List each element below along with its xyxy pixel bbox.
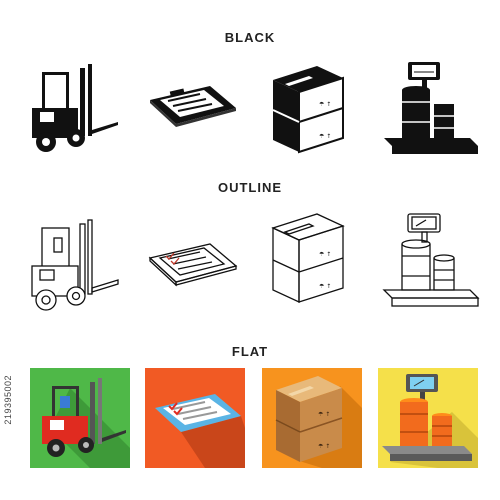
stacked-boxes-icon: ☂ ↑ ☂ ↑	[262, 368, 362, 468]
clipboard-checklist-icon	[140, 60, 240, 160]
clipboard-checklist-icon	[140, 218, 240, 318]
svg-text:☂ ↑: ☂ ↑	[318, 443, 330, 450]
forklift-icon	[20, 218, 120, 318]
stock-id-label: 219395002	[3, 375, 13, 425]
svg-text:☂ ↑: ☂ ↑	[318, 411, 330, 418]
forklift-icon	[20, 60, 120, 160]
barrels-on-scale-icon	[380, 212, 480, 312]
svg-text:☂ ↑: ☂ ↑	[319, 133, 331, 140]
svg-text:☂ ↑: ☂ ↑	[319, 283, 331, 290]
section-title-flat: FLAT	[231, 344, 269, 359]
stacked-boxes-icon: ☂ ↑ ☂ ↑	[265, 60, 365, 160]
svg-text:☂ ↑: ☂ ↑	[319, 251, 331, 258]
svg-text:☂ ↑: ☂ ↑	[319, 101, 331, 108]
barrels-on-scale-icon	[378, 368, 478, 468]
section-title-black: BLACK	[224, 30, 276, 45]
stacked-boxes-icon: ☂ ↑ ☂ ↑	[265, 210, 365, 310]
clipboard-checklist-icon	[145, 368, 245, 468]
forklift-icon	[30, 368, 130, 468]
barrels-on-scale-icon	[380, 60, 480, 160]
section-title-outline: OUTLINE	[217, 180, 283, 195]
